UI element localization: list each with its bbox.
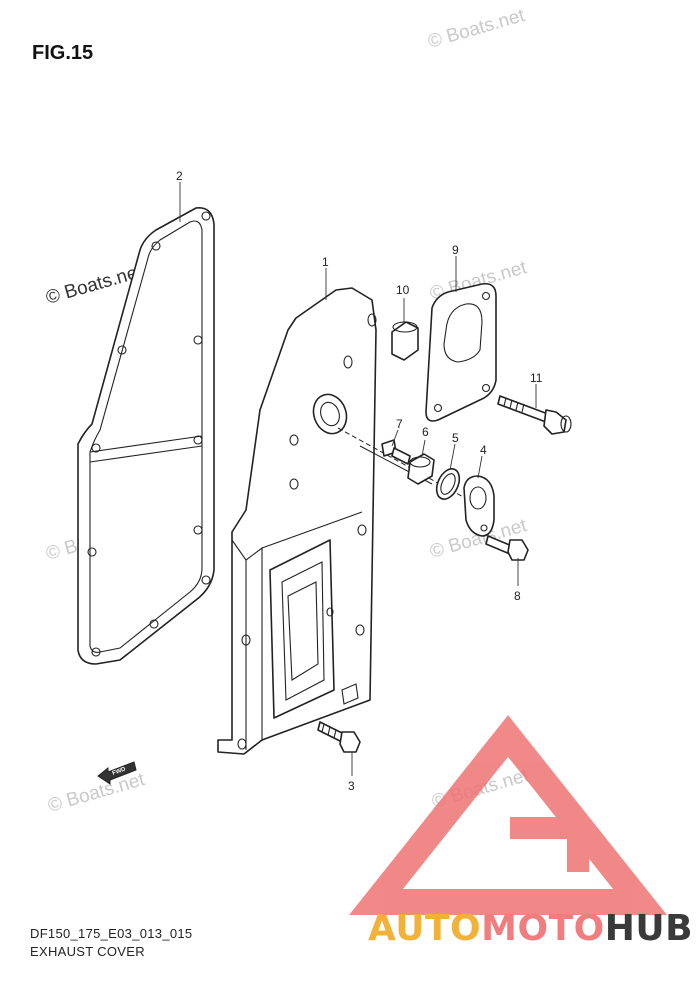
figure-title: FIG.15 [32,42,94,64]
fwd-arrow-icon: FWD [97,761,137,785]
callout-2: 2 [176,169,183,183]
callout-4: 4 [480,443,487,457]
gasket-part-2 [77,207,215,665]
fwd-label: FWD [112,766,128,777]
exhaust-cover-part-1 [217,287,377,755]
callout-3: 3 [348,779,355,793]
callout-6: 6 [422,425,429,439]
logo-part-moto: MOTO [481,908,605,949]
callout-1: 1 [322,255,329,269]
logo-part-auto: AUTO [368,908,482,949]
bolt-part-3 [317,721,361,753]
automotohub-logo-text: AUTOMOTOHUB [368,908,693,949]
callout-9: 9 [452,243,459,257]
spacer-part-6 [407,453,435,485]
diagram-code: DF150_175_E03_013_015 [30,926,193,941]
callout-11: 11 [530,371,543,385]
callout-10: 10 [396,283,410,297]
watermark: © Boats.net [46,769,148,817]
bolt-part-11 [497,395,572,435]
cover-plate-part-9 [425,282,497,422]
o-ring-part-5 [435,468,461,500]
diagram-name: EXHAUST COVER [30,944,145,959]
flange-part-4 [463,475,495,537]
watermark: © Boats.net [426,5,528,53]
bolt-part-8 [485,535,529,561]
logo-part-hub: HUB [604,908,694,949]
collar-part-10 [391,321,419,361]
automotohub-logo-mark [349,715,667,915]
callout-8: 8 [514,589,521,603]
callout-5: 5 [452,431,459,445]
callout-7: 7 [396,417,403,431]
